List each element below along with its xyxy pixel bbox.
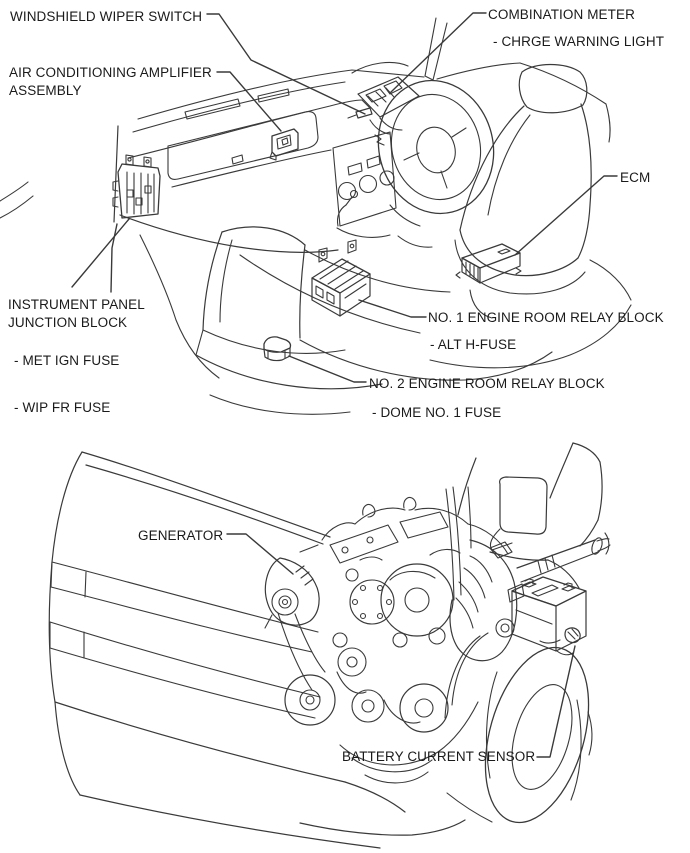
floor-lines <box>239 249 632 381</box>
driver-seat-drawing <box>454 63 592 319</box>
leader-combination-meter <box>390 12 487 93</box>
label-no2-engine-room-relay-block: NO. 2 ENGINE ROOM RELAY BLOCK <box>369 376 605 391</box>
generator-drawing <box>264 544 320 629</box>
relay-block-2-drawing <box>263 336 292 362</box>
grille-drawing <box>49 561 321 719</box>
label-generator: GENERATOR <box>138 528 224 543</box>
leader-battery-current-sensor <box>536 645 576 758</box>
side-mirror-drawing <box>489 476 548 551</box>
door-frame <box>436 62 611 143</box>
leader-no1-relay-block <box>358 299 427 318</box>
front-wheel-drawing <box>444 632 593 824</box>
leader-junction-block-a <box>71 218 130 288</box>
steering-wheel-drawing <box>377 79 495 215</box>
leader-ac-amplifier <box>216 71 282 132</box>
engine-compartment-diagram <box>48 442 611 849</box>
label-dome-no1-fuse: - DOME NO. 1 FUSE <box>372 405 502 420</box>
label-no1-engine-room-relay-block: NO. 1 ENGINE ROOM RELAY BLOCK <box>428 310 664 325</box>
instrument-panel-junction-block-drawing <box>112 154 161 219</box>
label-ac-amplifier-assembly: AIR CONDITIONING AMPLIFIER ASSEMBLY <box>9 65 212 98</box>
driveshaft-drawing <box>516 532 611 583</box>
leader-lines-engine <box>226 533 576 758</box>
interior-diagram <box>0 12 632 415</box>
label-met-ign-fuse: - MET IGN FUSE <box>14 353 120 368</box>
leader-junction-block-b <box>110 223 118 293</box>
relay-block-1-drawing <box>311 239 371 317</box>
van-body-drawing <box>48 442 603 849</box>
dashboard-drawing <box>113 88 433 379</box>
leader-ecm <box>514 175 618 256</box>
ac-amplifier-drawing <box>269 128 299 161</box>
leader-generator <box>226 533 294 575</box>
battery-drawing <box>511 576 587 652</box>
label-wip-fr-fuse: - WIP FR FUSE <box>14 400 111 415</box>
label-instrument-panel-junction-block: INSTRUMENT PANEL JUNCTION BLOCK <box>8 297 145 330</box>
leader-no2-relay-block <box>288 355 367 383</box>
label-charge-warning-light: - CHRGE WARNING LIGHT <box>493 34 665 49</box>
label-battery-current-sensor: BATTERY CURRENT SENSOR <box>342 749 536 764</box>
combination-meter-drawing <box>351 61 420 146</box>
label-combination-meter: COMBINATION METER <box>488 7 635 22</box>
windshield-and-pillar <box>0 17 448 219</box>
bench-seat-drawing <box>195 226 383 415</box>
battery-current-sensor-drawing <box>539 627 581 656</box>
label-alt-h-fuse: - ALT H-FUSE <box>430 337 517 352</box>
engine-drawing <box>277 486 525 784</box>
wiper-switch-drawing <box>347 107 373 119</box>
label-ecm: ECM <box>620 170 651 185</box>
label-windshield-wiper-switch: WINDSHIELD WIPER SWITCH <box>10 9 203 24</box>
leader-windshield-wiper-switch <box>206 13 366 115</box>
leader-lines-interior <box>71 12 618 383</box>
ecm-drawing <box>455 243 522 284</box>
